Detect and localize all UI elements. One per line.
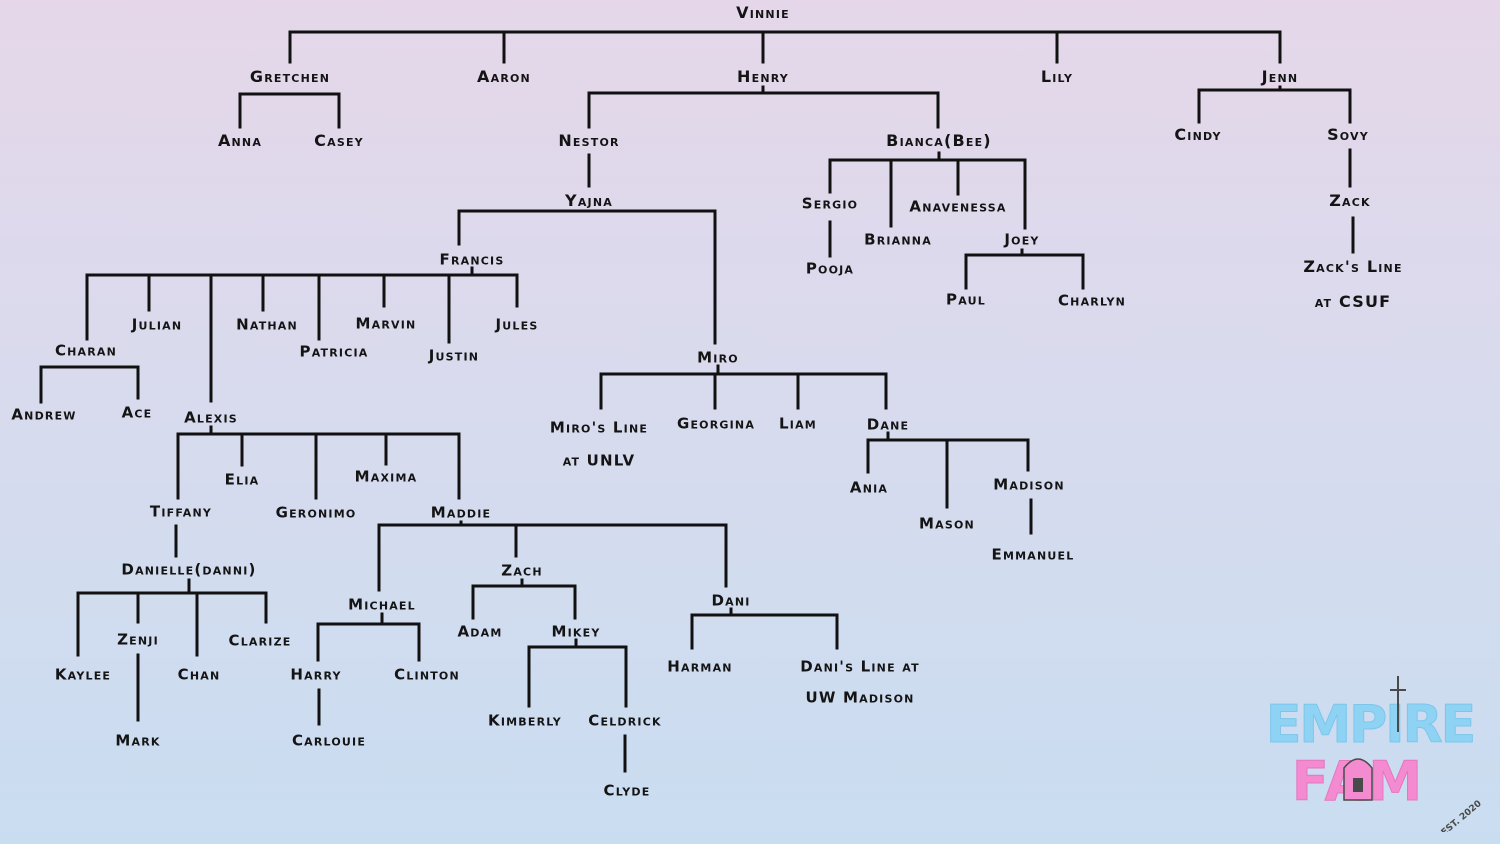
node-zack: Zack xyxy=(1329,191,1371,210)
node-julian: Julian xyxy=(131,315,183,334)
node-yajna: Yajna xyxy=(565,191,613,210)
connector-line xyxy=(85,273,519,341)
node-elia: Elia xyxy=(224,470,260,489)
node-ania: Ania xyxy=(849,478,889,497)
node-miro-line-2: at UNLV xyxy=(562,451,636,470)
node-cindy: Cindy xyxy=(1174,125,1222,144)
node-zack-line-2: at CSUF xyxy=(1314,292,1392,311)
node-liam: Liam xyxy=(779,414,817,433)
node-aaron: Aaron xyxy=(477,67,531,86)
node-joey: Joey xyxy=(1004,230,1040,249)
node-zach: Zach xyxy=(501,561,543,580)
node-carlouie: Carlouie xyxy=(291,731,367,750)
node-nestor: Nestor xyxy=(558,131,620,150)
node-sovy: Sovy xyxy=(1327,125,1369,144)
node-pooja: Pooja xyxy=(805,259,855,278)
node-paul: Paul xyxy=(946,290,986,309)
node-marvin: Marvin xyxy=(355,314,417,333)
node-dani: Dani xyxy=(711,591,751,610)
node-zack-line-1: Zack's Line xyxy=(1303,257,1403,276)
node-harman: Harman xyxy=(667,657,733,676)
node-charlyn: Charlyn xyxy=(1057,291,1127,310)
connector-line xyxy=(76,591,268,657)
node-mason: Mason xyxy=(919,514,975,533)
node-harry: Harry xyxy=(290,665,342,684)
castle-icon xyxy=(1343,758,1373,801)
node-justin: Justin xyxy=(428,346,480,365)
connector-line xyxy=(176,432,461,500)
connector-line xyxy=(964,253,1085,290)
node-zenji: Zenji xyxy=(117,630,159,649)
connector-line xyxy=(238,92,341,129)
connector-line xyxy=(39,365,140,404)
node-nathan: Nathan xyxy=(236,315,298,334)
node-dani-line-2: UW Madison xyxy=(805,688,915,707)
connector-line xyxy=(690,613,839,650)
node-henry: Henry xyxy=(737,67,789,86)
node-celdrick: Celdrick xyxy=(588,711,662,730)
node-jules: Jules xyxy=(495,315,539,334)
empire-fam-logo: EMPIRE FAM EST. 2020 xyxy=(1265,676,1484,832)
node-kimberly: Kimberly xyxy=(488,711,562,730)
node-miro: Miro xyxy=(697,348,739,367)
node-georgina: Georgina xyxy=(676,414,756,433)
node-danielle: Danielle(danni) xyxy=(121,560,257,579)
node-madison: Madison xyxy=(993,475,1065,494)
node-maddie: Maddie xyxy=(430,503,492,522)
node-miro-line-1: Miro's Line xyxy=(549,418,649,437)
node-adam: Adam xyxy=(457,622,503,641)
node-tiffany: Tiffany xyxy=(149,502,213,521)
logo-est: EST. 2020 xyxy=(1440,799,1484,832)
connector-line xyxy=(828,158,1027,230)
logo-word-top: EMPIRE xyxy=(1266,695,1474,755)
node-vinnie: Vinnie xyxy=(736,3,790,22)
node-mikey: Mikey xyxy=(551,622,601,641)
node-clinton: Clinton xyxy=(394,665,460,684)
node-ace: Ace xyxy=(121,403,153,422)
node-casey: Casey xyxy=(314,131,364,150)
sword-icon xyxy=(1390,676,1406,732)
node-clarize: Clarize xyxy=(228,631,292,650)
node-brianna: Brianna xyxy=(864,230,932,249)
node-sergio: Sergio xyxy=(801,194,859,213)
node-mark: Mark xyxy=(115,731,161,750)
connector-line xyxy=(316,622,421,662)
node-dani-line-1: Dani's Line at xyxy=(800,657,920,676)
node-chan: Chan xyxy=(177,665,221,684)
node-anna: Anna xyxy=(217,131,263,150)
node-michael: Michael xyxy=(348,595,416,614)
node-maxima: Maxima xyxy=(354,467,418,486)
node-lily: Lily xyxy=(1040,67,1074,86)
node-anavenessa: Anavenessa xyxy=(909,197,1007,216)
node-jenn: Jenn xyxy=(1261,67,1299,86)
node-patricia: Patricia xyxy=(299,342,369,361)
connector-line xyxy=(377,523,728,592)
node-emmanuel: Emmanuel xyxy=(991,545,1075,564)
connector-line xyxy=(457,209,717,345)
connector-line xyxy=(1197,88,1352,124)
node-alexis: Alexis xyxy=(184,408,238,427)
node-bianca: Bianca(Bee) xyxy=(886,131,992,150)
node-charan: Charan xyxy=(54,341,118,360)
node-andrew: Andrew xyxy=(11,405,77,424)
connector-line xyxy=(527,645,628,708)
connector-line xyxy=(587,91,940,129)
node-gretchen: Gretchen xyxy=(249,67,331,86)
node-kaylee: Kaylee xyxy=(54,665,112,684)
connector-line xyxy=(471,584,577,620)
connector-line xyxy=(599,372,888,410)
node-dane: Dane xyxy=(866,415,910,434)
node-clyde: Clyde xyxy=(603,781,651,800)
connector-line xyxy=(288,30,1282,64)
node-francis: Francis xyxy=(439,250,505,269)
node-geronimo: Geronimo xyxy=(275,503,357,522)
